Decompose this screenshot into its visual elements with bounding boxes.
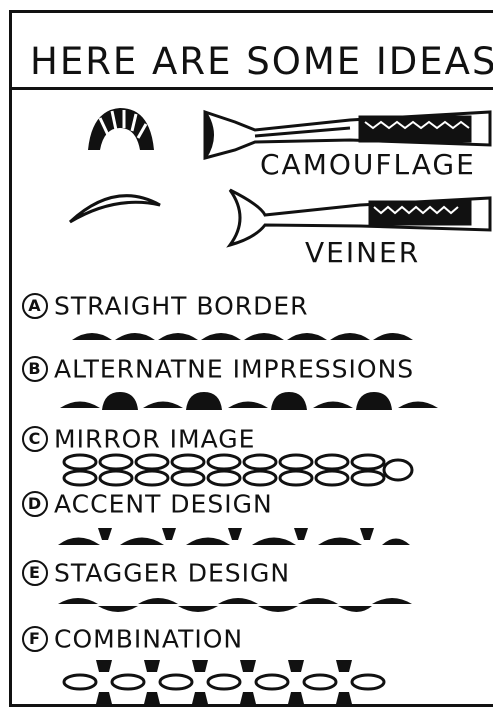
pattern-a-row	[72, 333, 413, 340]
camouflage-impression-icon	[88, 108, 154, 150]
pattern-f-row	[64, 660, 384, 704]
pattern-c-row	[64, 455, 412, 485]
pattern-b-row	[60, 392, 438, 410]
pattern-e-row	[58, 598, 412, 612]
pattern-d-row	[58, 528, 410, 545]
veiner-impression-icon	[70, 196, 160, 222]
camouflage-tool-icon	[205, 112, 490, 158]
veiner-tool-icon	[230, 190, 490, 245]
